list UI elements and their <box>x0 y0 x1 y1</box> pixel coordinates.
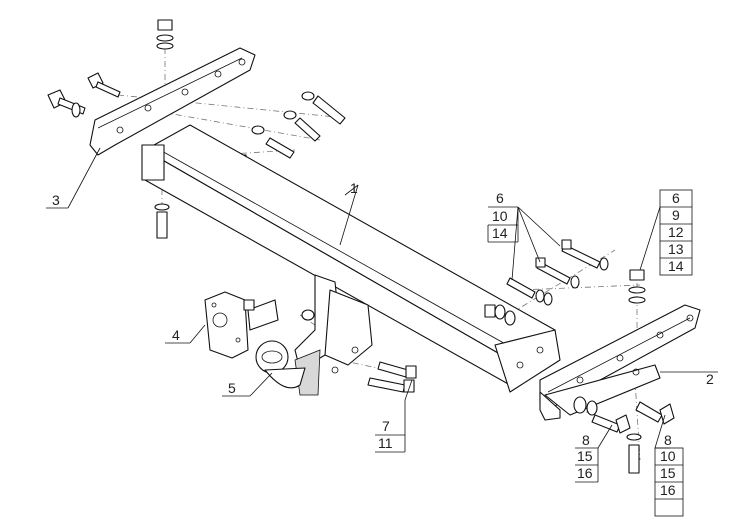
callout-15-left: 15 <box>577 448 593 464</box>
callout-9: 9 <box>672 207 680 223</box>
left-bracket-part-3 <box>89 47 256 156</box>
callout-13: 13 <box>668 241 684 257</box>
callout-15-right: 15 <box>660 465 676 481</box>
callout-2: 2 <box>706 371 714 387</box>
callout-1: 1 <box>350 180 358 196</box>
callout-7: 7 <box>382 418 390 434</box>
callout-6-left: 6 <box>496 190 504 206</box>
right-hardware <box>367 239 675 474</box>
callout-6-right: 6 <box>672 190 680 206</box>
ball-neck-part-5 <box>255 274 373 396</box>
callout-12: 12 <box>668 224 684 240</box>
callout-11: 11 <box>378 435 393 451</box>
callout-3: 3 <box>52 192 60 208</box>
callout-8-left: 8 <box>582 432 590 448</box>
callout-4: 4 <box>172 327 180 343</box>
callout-14-left: 14 <box>492 225 508 241</box>
callout-8-right: 8 <box>664 432 672 448</box>
callout-labels: 1 3 2 4 5 6 10 14 6 9 12 13 14 7 11 8 15… <box>52 180 714 498</box>
cross-beam-part-1 <box>141 124 561 393</box>
callout-16-left: 16 <box>577 465 593 481</box>
right-bracket-part-2 <box>539 304 701 421</box>
callout-10-right: 10 <box>660 448 676 464</box>
callout-10-left: 10 <box>492 208 508 224</box>
callout-5: 5 <box>228 380 236 396</box>
callout-16-right: 16 <box>660 482 676 498</box>
callout-boxes <box>375 189 693 517</box>
socket-plate-part-4 <box>204 291 279 359</box>
callout-14-right: 14 <box>668 258 684 274</box>
